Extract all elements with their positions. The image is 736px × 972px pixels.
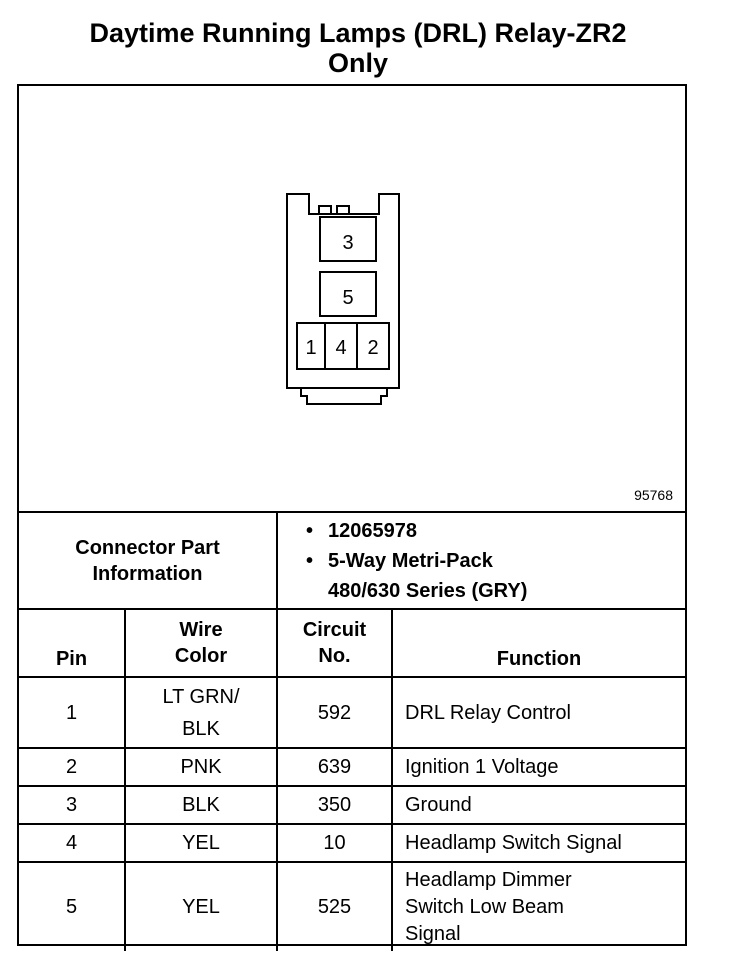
title-line-1: Daytime Running Lamps (DRL) Relay-ZR2 bbox=[89, 18, 627, 48]
header-function: Function bbox=[391, 609, 685, 678]
title-line-2: Only bbox=[327, 48, 388, 78]
cavity-4-label: 4 bbox=[335, 337, 346, 359]
cavity-5 bbox=[319, 271, 377, 317]
table-row: 3 BLK 350 Ground bbox=[19, 786, 685, 825]
connector-info-label: Connector Part Information bbox=[19, 513, 278, 610]
connector-latch bbox=[318, 205, 350, 214]
cavity-1-label: 1 bbox=[305, 337, 316, 359]
connector-info-row: Connector Part Information •12065978 •5-… bbox=[19, 513, 685, 610]
pinout-table: Connector Part Information •12065978 •5-… bbox=[19, 513, 685, 951]
connector-info-values: •12065978 •5-Way Metri-Pack 480/630 Seri… bbox=[276, 513, 685, 610]
cavity-3 bbox=[319, 216, 377, 262]
connector-frame: 3 5 1 4 2 95768 Connector Part Informati… bbox=[17, 84, 687, 951]
page-title: Daytime Running Lamps (DRL) Relay-ZR2 On… bbox=[0, 18, 716, 78]
figure-number: 95768 bbox=[634, 487, 673, 503]
connector-diagram: 3 5 1 4 2 95768 bbox=[19, 86, 685, 513]
table-row: 4 YEL 10 Headlamp Switch Signal bbox=[19, 824, 685, 863]
connector-housing bbox=[286, 193, 400, 389]
table-row: 1 LT GRN/BLK 592 DRL Relay Control bbox=[19, 677, 685, 749]
cavity-2-label: 2 bbox=[367, 337, 378, 359]
cavity-5-label: 5 bbox=[342, 287, 353, 309]
connector-description: 5-Way Metri-Pack bbox=[328, 549, 493, 572]
table-row: 2 PNK 639 Ignition 1 Voltage bbox=[19, 748, 685, 787]
cavity-3-label: 3 bbox=[342, 232, 353, 254]
table-row: 5 YEL 525 Headlamp Dimmer Switch Low Bea… bbox=[19, 862, 685, 951]
cavity-row bbox=[296, 322, 390, 370]
connector-rail bbox=[300, 388, 388, 405]
connector-face-drawing: 3 5 1 4 2 bbox=[286, 193, 400, 405]
header-pin: Pin bbox=[19, 609, 126, 678]
part-number: 12065978 bbox=[328, 519, 417, 542]
